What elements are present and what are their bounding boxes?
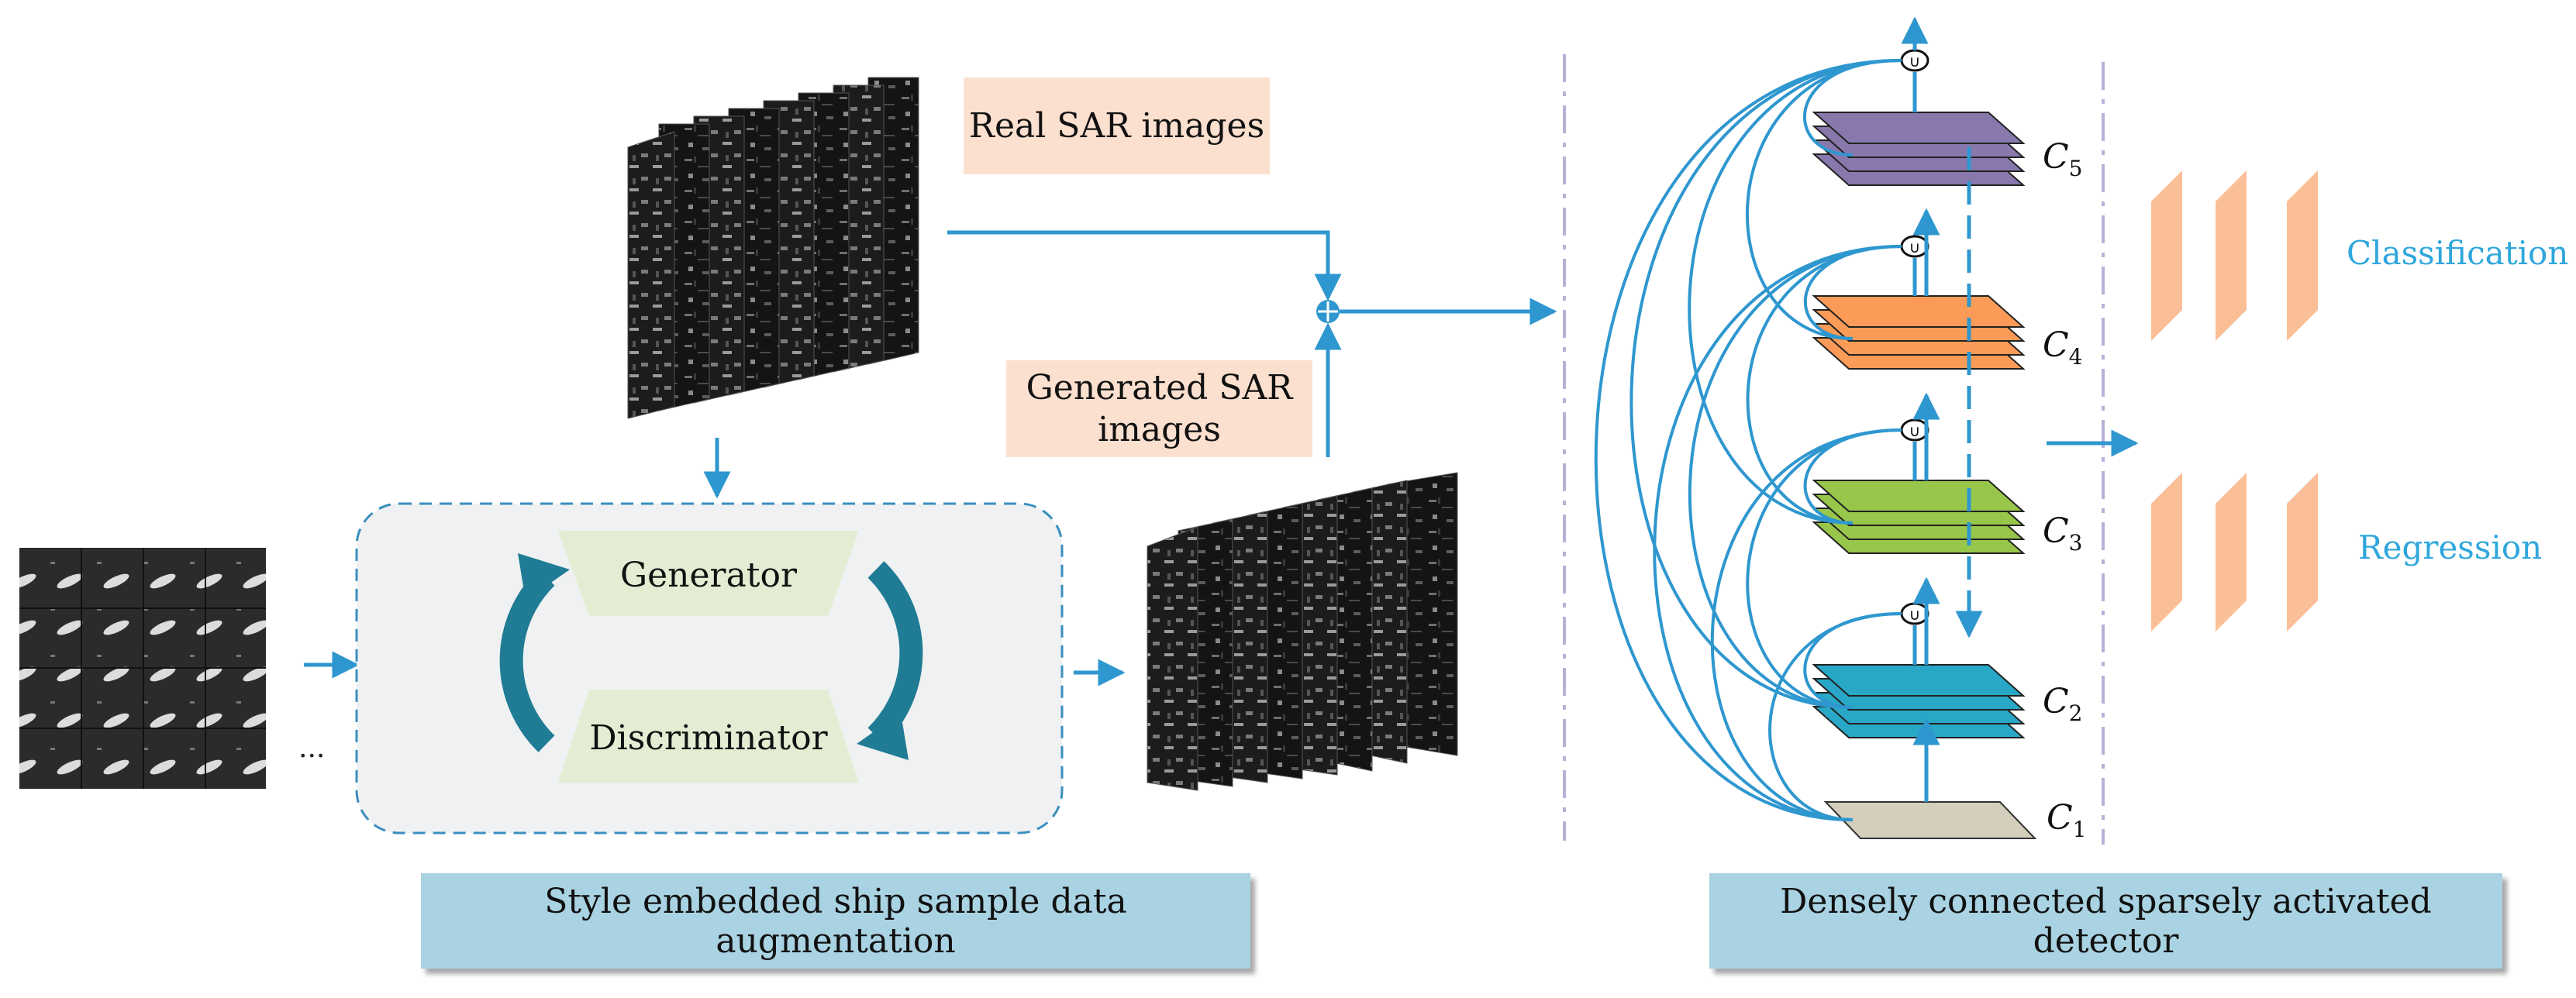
head-block (2216, 170, 2247, 341)
regression-label: Regression (2358, 528, 2543, 566)
ellipsis: ... (298, 732, 326, 764)
feature-layer-c1 (1823, 801, 2037, 839)
svg-text:∪: ∪ (1909, 422, 1921, 440)
real-sar-label: Real SAR images (964, 77, 1270, 174)
generator-label: Generator (619, 556, 798, 595)
dense-connection-arcs (1594, 59, 1902, 821)
feature-layer-c4 (1812, 295, 2026, 328)
level-label-c2: C2 (2043, 682, 2083, 726)
generated-sar-image-stack (1147, 472, 1458, 791)
detector-section-title: Densely connected sparsely activated det… (1709, 873, 2502, 969)
level-label-c4: C4 (2043, 325, 2083, 370)
generator-block (558, 531, 859, 616)
svg-text:∪: ∪ (1909, 238, 1921, 256)
head-block (2287, 170, 2318, 341)
feature-layer-c3 (1812, 480, 2026, 512)
detector-pyramid: ∪ ∪ ∪ ∪ (1812, 16, 2037, 839)
cycle-arrow-right (867, 561, 923, 745)
discriminator-block (558, 690, 859, 783)
svg-text:∪: ∪ (1909, 52, 1921, 71)
feature-layer-c2 (1812, 664, 2026, 697)
head-block (2216, 473, 2247, 631)
generated-sar-label: Generated SAR images (1006, 360, 1312, 457)
level-label-c3: C3 (2043, 511, 2083, 556)
ship-sample-mosaic (19, 548, 266, 789)
arrow-real-to-combine (947, 230, 1342, 301)
level-label-c5: C5 (2043, 137, 2083, 181)
augmentation-section-title: Style embedded ship sample data augmenta… (421, 873, 1250, 969)
level-label-c1: C1 (2047, 798, 2087, 842)
feature-layer-c5 (1812, 112, 2026, 144)
classification-label: Classification (2347, 234, 2569, 272)
head-block (2151, 170, 2182, 341)
discriminator-label: Discriminator (589, 718, 828, 758)
real-sar-image-stack (627, 77, 919, 419)
head-block (2287, 473, 2318, 631)
svg-text:∪: ∪ (1909, 605, 1921, 624)
detection-heads (2151, 170, 2318, 631)
head-block (2151, 473, 2182, 631)
